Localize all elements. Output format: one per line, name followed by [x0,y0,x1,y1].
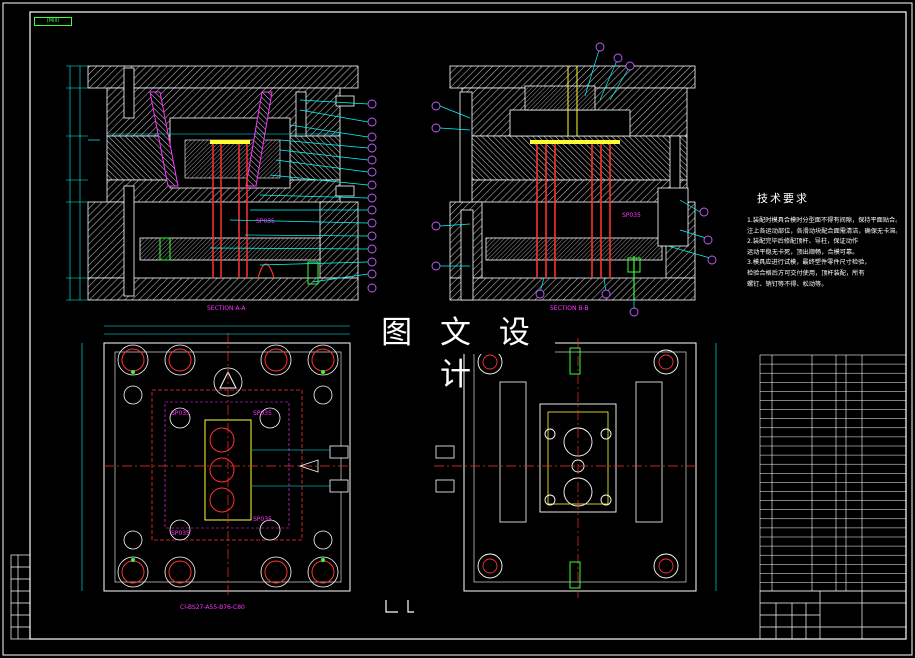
technical-requirements-title: 技术要求 [757,192,809,205]
mold-code-label: CI-BS27-A55-B76-C80 [180,604,245,611]
part-tag-b: SP035 [622,212,641,219]
title-block [759,590,907,640]
requirement-line: 检验合格后方可交付使用，顶杆装配，所有 [747,269,865,277]
bom-table [759,354,907,592]
section-b-b-view [439,46,711,308]
part-tag-e: SP035 [171,530,190,537]
section-a-a-label: SECTION A-A [207,305,246,312]
requirement-line: 1.装配时模具合模时分型面不得有间隙，保持平面贴合。 [747,217,897,224]
watermark: 图 文 设 计 [365,312,555,393]
part-tag-a: SP035 [256,218,275,225]
requirement-line: 运动平稳无卡死，顶出顺畅，合模可靠。 [747,248,859,256]
inner-border [29,11,907,640]
requirement-line: 3.模具应进行试模，最终塑件零件尺寸检验， [747,259,871,267]
part-tag-d: SP035 [253,410,272,417]
section-a-a-view [66,65,369,301]
left-margin-table [10,554,31,640]
part-tag-c: SP035 [171,410,190,417]
requirement-line: 螺钉、销钉等不得、松动等。 [747,280,828,288]
bom-rows [760,363,906,583]
part-tag-f: SP035 [253,516,272,523]
requirement-line: 2.装配完毕后修配顶杆、导柱，保证动作 [747,238,859,246]
section-b-b-label: SECTION B-B [550,305,589,312]
frame-tag: (Mill) [34,17,72,26]
part-balloons [367,42,717,317]
plan-view-right [434,338,717,598]
requirement-line: 注上各运动部位，各滑动块配合面需清洁，确保无卡滞。 [747,227,897,235]
technical-requirements: 技术要求 1.装配时模具合模时分型面不得有间隙，保持平面贴合。 注上各运动部位，… [747,190,897,290]
plan-view-left [81,325,351,598]
